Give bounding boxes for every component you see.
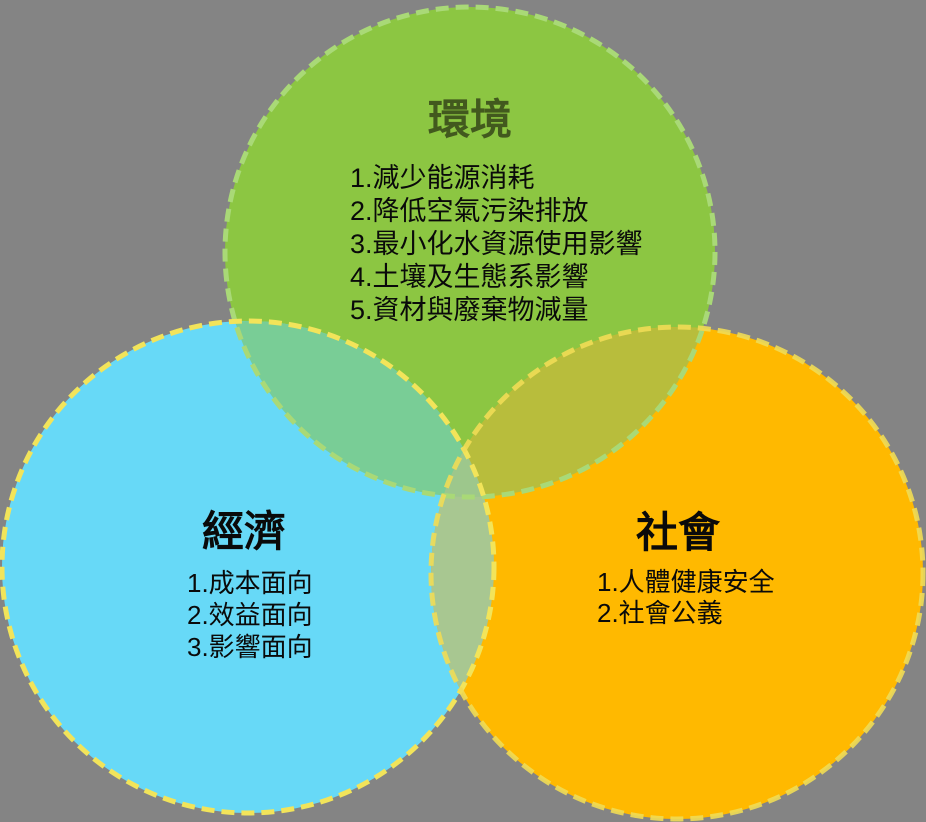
list-item: 2.效益面向 — [187, 600, 313, 630]
list-item: 3.最小化水資源使用影響 — [350, 229, 643, 259]
list-item: 2.降低空氣污染排放 — [350, 196, 589, 226]
environment-item-list: 1.減少能源消耗 2.降低空氣污染排放 3.最小化水資源使用影響 4.土壤及生態… — [350, 162, 643, 327]
society-circle-border — [428, 324, 926, 822]
environment-economy-overlap — [225, 321, 494, 497]
list-item: 2.社會公義 — [597, 598, 723, 628]
environment-society-overlap — [431, 327, 715, 497]
list-item: 4.土壤及生態系影響 — [350, 262, 589, 292]
list-item: 5.資材與廢棄物減量 — [350, 295, 589, 325]
circle-title-environment: 環境 — [427, 96, 512, 143]
society-item-list: 1.人體健康安全 2.社會公義 — [597, 567, 775, 629]
economy-circle-border — [0, 318, 497, 816]
environment-circle-border — [222, 4, 718, 500]
circle-title-society: 社會 — [635, 509, 720, 556]
economy-item-list: 1.成本面向 2.效益面向 3.影響面向 — [187, 567, 313, 663]
list-item: 1.成本面向 — [187, 568, 313, 598]
circle-title-economy: 經濟 — [201, 508, 286, 555]
list-item: 1.人體健康安全 — [597, 567, 775, 597]
list-item: 1.減少能源消耗 — [350, 163, 535, 193]
list-item: 3.影響面向 — [187, 632, 313, 662]
